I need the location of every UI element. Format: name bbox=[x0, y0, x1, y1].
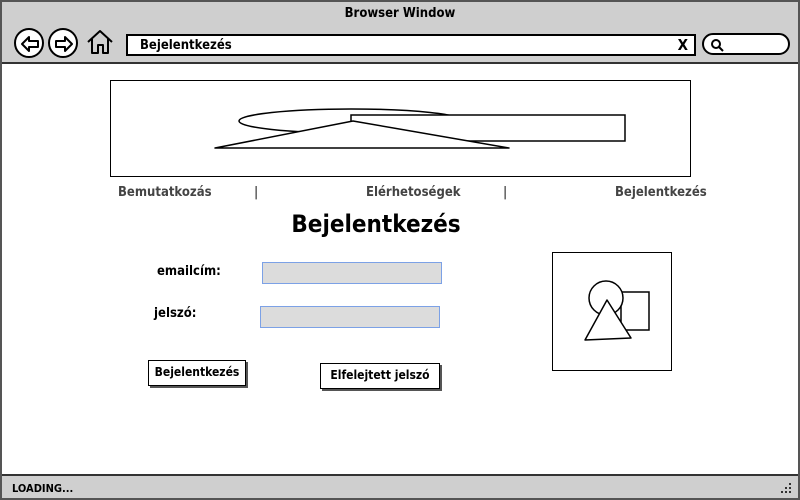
image-placeholder-icon bbox=[214, 108, 626, 149]
nav-link-contact[interactable]: Elérhetoségek bbox=[366, 185, 461, 200]
search-input[interactable] bbox=[702, 33, 790, 55]
forward-button[interactable] bbox=[48, 28, 78, 58]
back-button[interactable] bbox=[14, 28, 44, 58]
address-bar[interactable]: Bejelentkezés X bbox=[126, 34, 696, 56]
nav-link-about[interactable]: Bemutatkozás bbox=[118, 185, 212, 200]
page-title: Bejelentkezés bbox=[291, 210, 461, 238]
password-label: jelszó: bbox=[154, 306, 197, 321]
title-bar: Browser Window Bejelentkezés X bbox=[2, 2, 798, 64]
email-label: emailcím: bbox=[157, 264, 221, 279]
home-icon bbox=[87, 30, 113, 54]
login-button[interactable]: Bejelentkezés bbox=[148, 360, 246, 386]
nav-link-login[interactable]: Bejelentkezés bbox=[615, 185, 707, 200]
password-field[interactable] bbox=[260, 306, 440, 328]
forgot-password-button[interactable]: Elfelejtett jelszó bbox=[320, 363, 440, 389]
nav-separator: | bbox=[503, 185, 508, 200]
status-bar: LOADING... bbox=[2, 474, 798, 498]
back-arrow-icon bbox=[21, 36, 39, 52]
status-text: LOADING... bbox=[12, 482, 74, 495]
address-text: Bejelentkezés bbox=[140, 38, 232, 53]
nav-separator: | bbox=[254, 185, 259, 200]
side-image bbox=[552, 252, 672, 371]
banner-image bbox=[110, 80, 691, 177]
search-icon bbox=[711, 39, 724, 52]
clear-address-button[interactable]: X bbox=[677, 36, 688, 54]
forward-arrow-icon bbox=[55, 36, 73, 52]
image-placeholder-icon bbox=[584, 280, 650, 341]
email-field[interactable] bbox=[262, 262, 442, 284]
resize-grip-icon[interactable] bbox=[780, 482, 792, 494]
home-button[interactable] bbox=[86, 28, 114, 56]
window-title: Browser Window bbox=[344, 6, 456, 21]
main-navigation: Bemutatkozás | Elérhetoségek | Bejelentk… bbox=[118, 185, 707, 205]
